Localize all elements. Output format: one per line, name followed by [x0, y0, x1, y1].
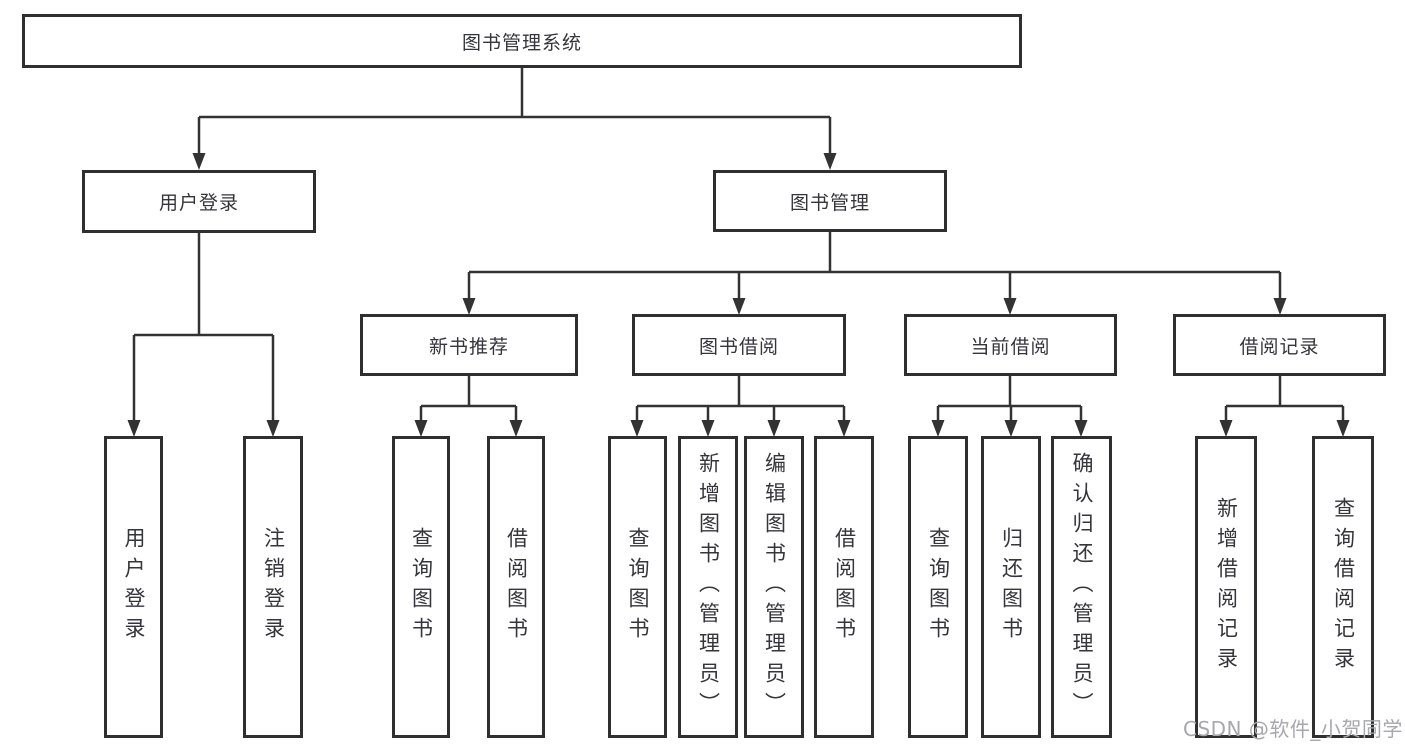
arrowhead	[127, 420, 141, 437]
arrowhead	[630, 420, 644, 437]
node-user-login-label: 用户登录	[158, 192, 239, 214]
node-book-borrowing: 图书借阅	[632, 314, 846, 376]
node-user-login: 用户登录	[82, 170, 316, 233]
connector-root-to-level2	[197, 68, 832, 154]
arrowhead	[1336, 420, 1350, 437]
arrowhead	[1219, 420, 1233, 437]
node-query-books-recommend-label: 查询图书	[409, 527, 434, 647]
arrowhead	[414, 420, 428, 437]
arrowhead	[1003, 298, 1017, 315]
node-query-books-current: 查询图书	[908, 436, 968, 738]
node-borrowing-records: 借阅记录	[1173, 314, 1386, 376]
connector-current-borrowing-to-leaves	[936, 376, 1083, 422]
node-confirm-return-admin-label: 确认归还（管理员）	[1070, 452, 1094, 722]
node-edit-book-admin-label: 编辑图书（管理员）	[762, 452, 787, 722]
node-add-book-admin-label: 新增图书（管理员）	[696, 452, 721, 722]
arrowhead	[732, 298, 746, 315]
arrowhead	[462, 298, 476, 315]
node-query-books-current-label: 查询图书	[926, 527, 951, 647]
node-query-books-borrowing: 查询图书	[608, 436, 667, 738]
node-logout-leaf: 注销登录	[243, 436, 303, 738]
node-query-books-borrowing-label: 查询图书	[626, 527, 650, 647]
connector-user-login-to-leaves	[132, 233, 275, 422]
arrowhead	[192, 153, 206, 170]
node-borrow-books-recommend: 借阅图书	[487, 436, 545, 738]
node-root: 图书管理系统	[22, 14, 1022, 68]
node-root-label: 图书管理系统	[461, 31, 582, 54]
arrowhead	[823, 153, 837, 170]
node-query-books-recommend: 查询图书	[392, 436, 450, 738]
arrowhead	[767, 420, 781, 437]
node-confirm-return-admin: 确认归还（管理员）	[1051, 436, 1112, 738]
node-book-management: 图书管理	[713, 170, 947, 232]
arrowhead	[837, 420, 851, 437]
node-new-book-recommend: 新书推荐	[360, 314, 578, 376]
node-edit-book-admin: 编辑图书（管理员）	[744, 436, 804, 738]
node-query-borrow-record-label: 查询借阅记录	[1331, 497, 1356, 677]
node-add-book-admin: 新增图书（管理员）	[678, 436, 738, 738]
node-current-borrowing: 当前借阅	[904, 314, 1117, 376]
arrowhead	[1004, 420, 1018, 437]
node-user-login-leaf-label: 用户登录	[122, 527, 146, 647]
arrowhead	[931, 420, 945, 437]
node-current-borrowing-label: 当前借阅	[970, 335, 1051, 358]
connector-book-borrowing-to-leaves	[635, 376, 846, 422]
arrowhead	[1074, 420, 1088, 437]
node-borrow-books-leaf: 借阅图书	[814, 436, 874, 738]
node-borrow-books-leaf-label: 借阅图书	[832, 527, 857, 647]
node-borrow-books-recommend-label: 借阅图书	[504, 527, 529, 647]
node-logout-leaf-label: 注销登录	[261, 527, 286, 647]
node-new-book-recommend-label: 新书推荐	[428, 335, 509, 358]
node-return-books-label: 归还图书	[999, 527, 1024, 647]
node-book-borrowing-label: 图书借阅	[698, 335, 779, 358]
arrowhead	[266, 420, 280, 437]
connector-book-management-to-level3	[467, 232, 1282, 300]
node-user-login-leaf: 用户登录	[104, 436, 163, 738]
node-borrowing-records-label: 借阅记录	[1239, 335, 1320, 358]
node-book-management-label: 图书管理	[789, 191, 870, 214]
node-return-books: 归还图书	[981, 436, 1041, 738]
watermark: CSDN @软件_小贺同学	[1183, 717, 1403, 741]
arrowhead	[1273, 298, 1287, 315]
connector-borrowing-records-to-leaves	[1224, 376, 1345, 422]
node-add-borrow-record-label: 新增借阅记录	[1214, 497, 1239, 677]
arrowhead	[701, 420, 715, 437]
arrowhead	[509, 420, 523, 437]
node-add-borrow-record: 新增借阅记录	[1195, 436, 1257, 738]
node-query-borrow-record: 查询借阅记录	[1312, 436, 1374, 738]
connector-new-book-recommend-to-leaves	[419, 376, 518, 422]
